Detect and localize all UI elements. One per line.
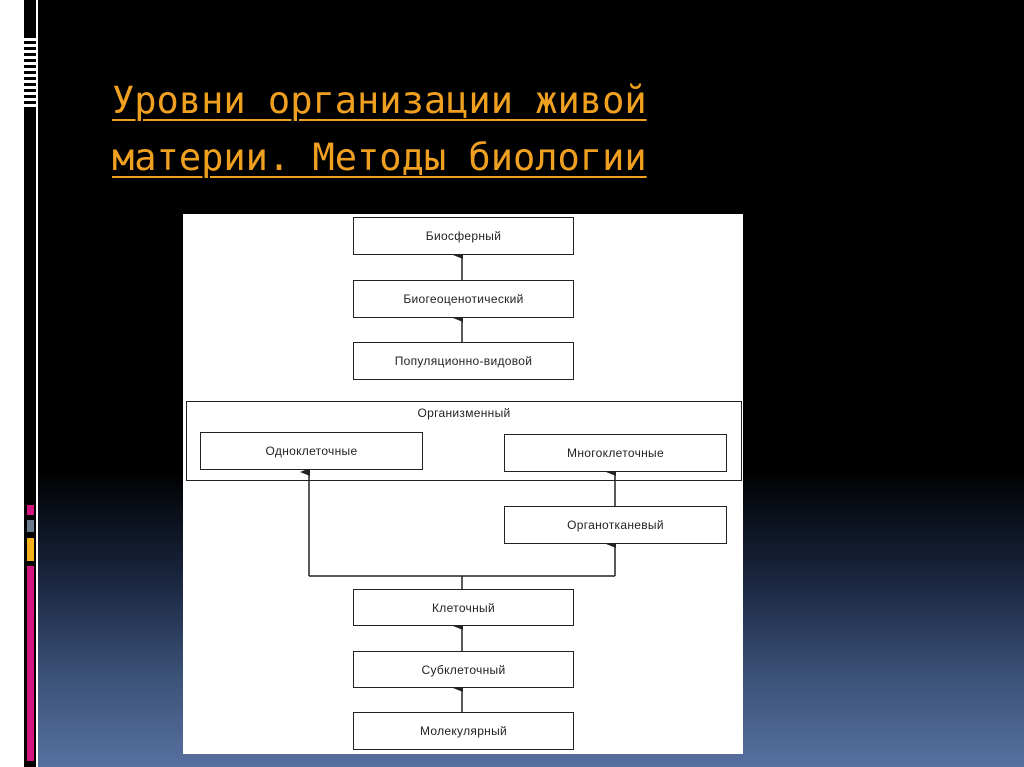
level-unicellular: Одноклеточные: [200, 432, 423, 470]
decorative-lines-icon: [24, 38, 36, 112]
left-divider-line: [36, 0, 38, 767]
accent-block-gray: [27, 520, 34, 532]
levels-diagram: Биосферный Биогеоценотический Популяцион…: [183, 214, 743, 754]
level-molecular: Молекулярный: [353, 712, 574, 750]
level-subcellular: Субклеточный: [353, 651, 574, 688]
level-multicellular: Многоклеточные: [504, 434, 727, 472]
accent-block-yellow: [27, 538, 34, 561]
level-biosphere: Биосферный: [353, 217, 574, 255]
level-population-species: Популяционно-видовой: [353, 342, 574, 380]
diagram-connectors: [300, 251, 616, 712]
left-margin-bar: [0, 0, 24, 767]
level-biogeocenotic: Биогеоценотический: [353, 280, 574, 318]
level-cellular: Клеточный: [353, 589, 574, 626]
level-organ-tissue: Органотканевый: [504, 506, 727, 544]
level-organismal-group: Организменный: [186, 401, 742, 481]
accent-block-pink-tall: [27, 566, 34, 761]
slide-title: Уровни организации живой материи. Методы…: [112, 79, 647, 179]
accent-block-pink-small: [27, 505, 34, 515]
level-organismal-label: Организменный: [417, 406, 511, 420]
